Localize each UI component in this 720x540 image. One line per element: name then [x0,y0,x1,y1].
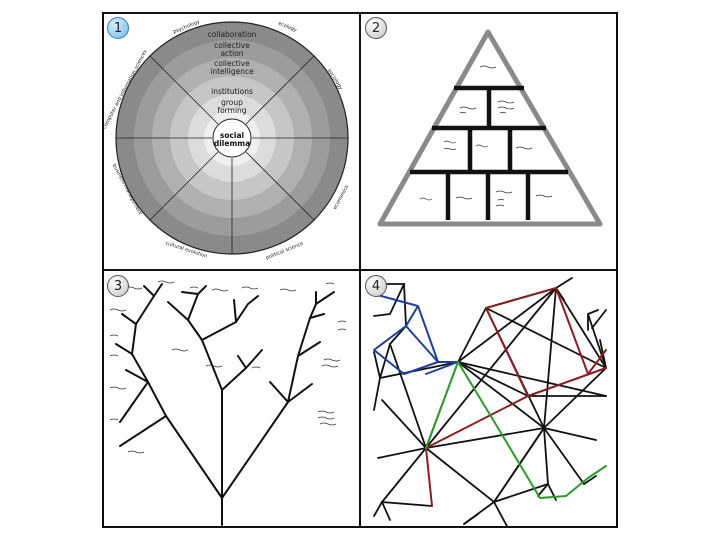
panel-network: 4 [360,270,618,528]
sector-label-ecology: ecology [277,21,297,34]
tree-diagram [109,280,347,526]
panel-number-badge: 2 [365,17,387,39]
network-diagram [373,277,608,528]
panel-number-badge: 4 [365,275,387,297]
panel-pyramid: 2 [360,12,618,270]
panel-tree: 3 [102,270,360,528]
panel-number-badge: 1 [107,17,129,39]
ring-label-institutions: institutions [211,87,253,96]
ring-label-collaboration: collaboration [208,30,257,39]
pyramid-diagram [377,29,603,227]
panel-number-badge: 3 [107,275,129,297]
